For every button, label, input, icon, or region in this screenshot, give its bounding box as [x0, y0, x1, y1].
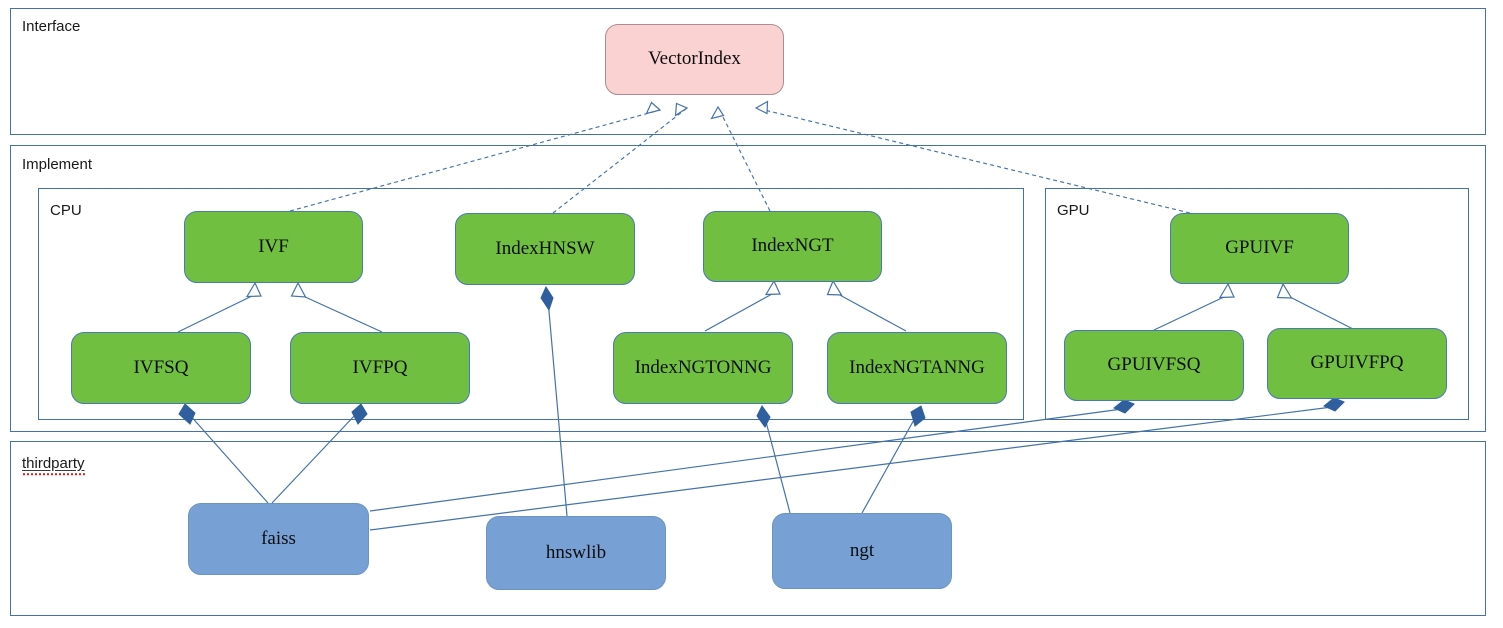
group-label-implement: Implement [22, 156, 93, 173]
node-hnswlib[interactable]: hnswlib [486, 516, 666, 590]
group-label-cpu: CPU [50, 202, 82, 219]
node-indexngtanng[interactable]: IndexNGTANNG [827, 332, 1007, 404]
node-ivf[interactable]: IVF [184, 211, 363, 283]
node-ivfsq[interactable]: IVFSQ [71, 332, 251, 404]
node-indexhnsw[interactable]: IndexHNSW [455, 213, 635, 285]
node-gpuivfpq[interactable]: GPUIVFPQ [1267, 328, 1447, 399]
group-label-interface: Interface [22, 18, 81, 35]
group-label-gpu: GPU [1057, 202, 1090, 219]
node-indexngt[interactable]: IndexNGT [703, 211, 882, 282]
node-vectorindex[interactable]: VectorIndex [605, 24, 784, 95]
node-indexngtonng[interactable]: IndexNGTONNG [613, 332, 793, 404]
node-gpuivf[interactable]: GPUIVF [1170, 213, 1349, 284]
node-ivfpq[interactable]: IVFPQ [290, 332, 470, 404]
node-gpuivfsq[interactable]: GPUIVFSQ [1064, 330, 1244, 401]
group-label-thirdparty: thirdparty [22, 455, 85, 476]
node-faiss[interactable]: faiss [188, 503, 369, 575]
node-ngt[interactable]: ngt [772, 513, 952, 589]
